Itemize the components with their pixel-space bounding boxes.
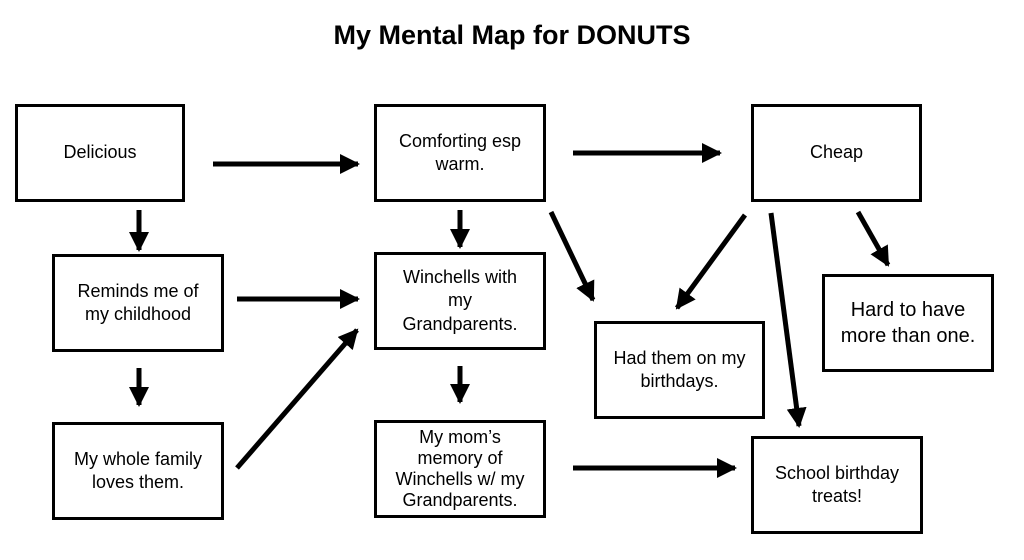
arrow-family-to-winchells: [235, 328, 359, 470]
node-comforting: Comforting esp warm.: [374, 104, 546, 202]
node-mom: My mom’s memory of Winchells w/ my Grand…: [374, 420, 546, 518]
node-delicious: Delicious: [15, 104, 185, 202]
node-winchells: Winchells with my Grandparents.: [374, 252, 546, 350]
arrow-cheap-to-school: [768, 212, 807, 428]
diagram-title: My Mental Map for DONUTS: [333, 20, 691, 50]
arrow-comforting-to-birthdays: [548, 210, 596, 302]
arrow-cheap-to-hard: [855, 210, 891, 267]
node-birthdays: Had them on my birthdays.: [594, 321, 765, 419]
node-cheap: Cheap: [751, 104, 922, 202]
node-family: My whole family loves them.: [52, 422, 224, 520]
node-hard: Hard to have more than one.: [822, 274, 994, 372]
arrow-cheap-to-birthdays: [674, 213, 748, 310]
node-school: School birthday treats!: [751, 436, 923, 534]
node-reminds: Reminds me of my childhood: [52, 254, 224, 352]
